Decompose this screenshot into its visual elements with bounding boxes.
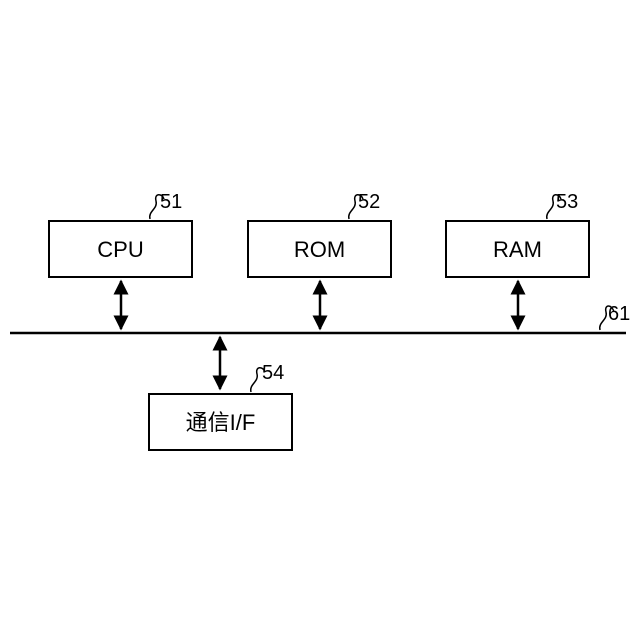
bus-ref-number: 61 (608, 303, 630, 325)
cpu-ref-number: 51 (160, 191, 182, 213)
cpu-label: CPU (97, 237, 143, 262)
rom-ref-number: 52 (358, 191, 380, 213)
comm-if-ref-number: 54 (262, 362, 284, 384)
ram-ref-number: 53 (556, 191, 578, 213)
ram-label: RAM (493, 237, 542, 262)
rom-label: ROM (294, 237, 345, 262)
comm-if-label: 通信I/F (186, 410, 256, 435)
